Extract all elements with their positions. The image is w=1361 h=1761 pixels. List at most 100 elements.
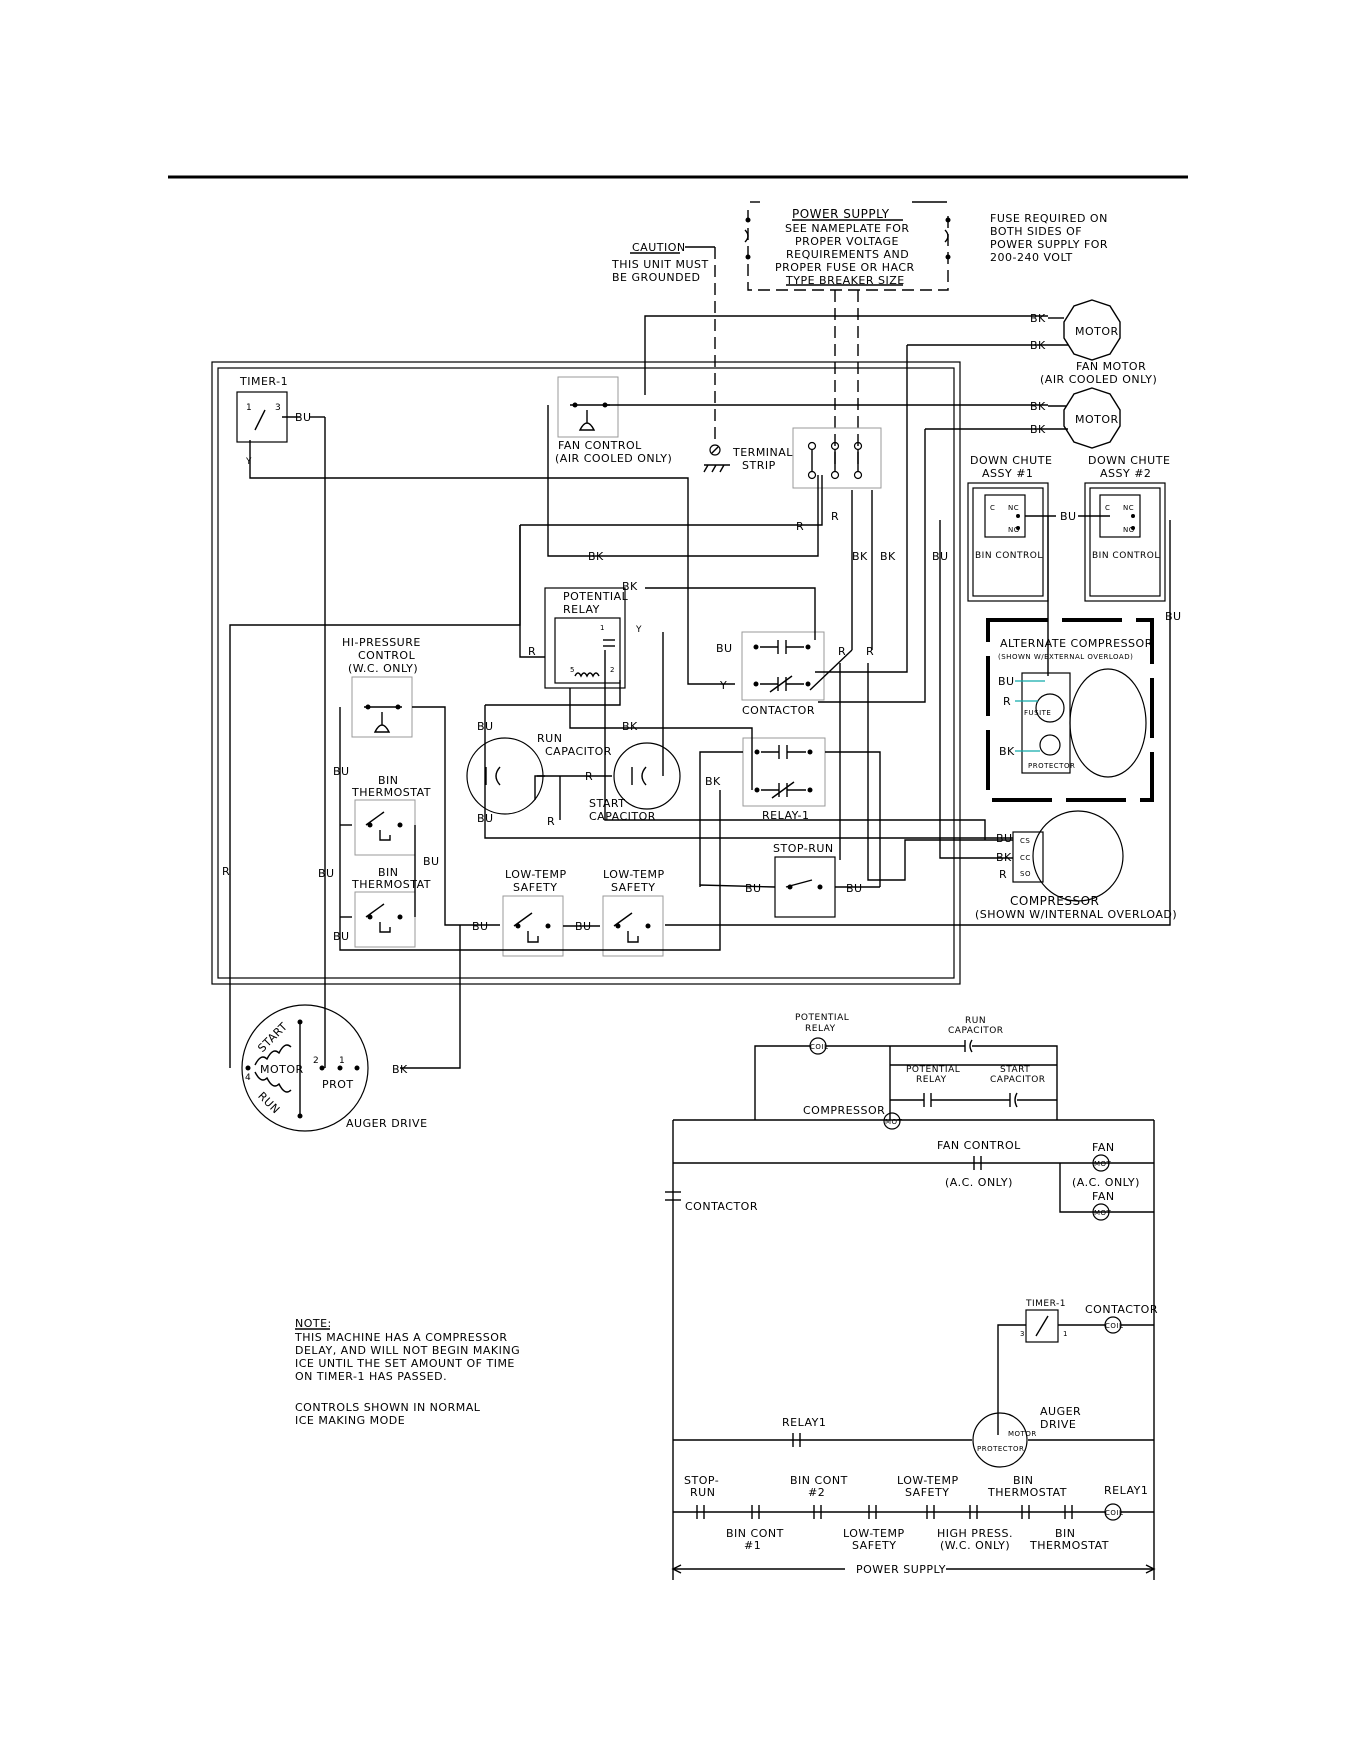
svg-text:SAFETY: SAFETY	[905, 1486, 949, 1499]
fan-motor-1-label: MOTOR	[1075, 325, 1119, 338]
svg-text:BU: BU	[295, 411, 312, 424]
svg-text:DOWN CHUTE: DOWN CHUTE	[1088, 454, 1170, 467]
svg-text:RUN: RUN	[690, 1486, 715, 1499]
svg-text:COMPRESSOR: COMPRESSOR	[1010, 894, 1099, 908]
svg-text:BU: BU	[477, 812, 494, 825]
ladder-diagram: POTENTIAL RELAY COIL RUN CAPACITOR POTEN…	[665, 1013, 1158, 1580]
note-line-2: DELAY, AND WILL NOT BEGIN MAKING	[295, 1344, 520, 1357]
power-supply-line-2: PROPER VOLTAGE	[795, 235, 899, 248]
svg-text:R: R	[222, 865, 230, 878]
caution-line-2: BE GROUNDED	[612, 271, 701, 284]
svg-text:NO: NO	[1008, 526, 1020, 534]
caution-note: CAUTION THIS UNIT MUST BE GROUNDED	[611, 241, 730, 473]
svg-text:2: 2	[313, 1056, 319, 1066]
svg-text:POTENTIAL: POTENTIAL	[795, 1013, 849, 1023]
note-line-6: CONTROLS SHOWN IN NORMAL	[295, 1401, 481, 1414]
svg-text:BU: BU	[1060, 510, 1077, 523]
svg-text:(SHOWN W/EXTERNAL OVERLOAD): (SHOWN W/EXTERNAL OVERLOAD)	[998, 653, 1133, 661]
svg-text:BU: BU	[575, 920, 592, 933]
svg-text:RUN: RUN	[255, 1089, 282, 1116]
svg-text:LOW-TEMP: LOW-TEMP	[603, 868, 665, 881]
svg-text:PROTECTOR: PROTECTOR	[977, 1445, 1024, 1453]
svg-text:CONTACTOR: CONTACTOR	[742, 704, 815, 717]
svg-text:Y: Y	[719, 679, 727, 692]
svg-text:R: R	[838, 645, 846, 658]
svg-text:BK: BK	[705, 775, 721, 788]
svg-text:CAPACITOR: CAPACITOR	[589, 810, 656, 823]
svg-text:SAFETY: SAFETY	[513, 881, 557, 894]
svg-text:BIN CONTROL: BIN CONTROL	[975, 551, 1043, 561]
svg-text:BU: BU	[472, 920, 489, 933]
fuse-note: FUSE REQUIRED ON BOTH SIDES OF POWER SUP…	[990, 212, 1108, 264]
svg-text:RUN: RUN	[965, 1016, 986, 1026]
motor-wire-labels: BK BK BK BK	[1030, 312, 1068, 436]
svg-text:(W.C. ONLY): (W.C. ONLY)	[940, 1539, 1010, 1552]
svg-text:BK: BK	[622, 580, 638, 593]
svg-text:HI-PRESSURE: HI-PRESSURE	[342, 636, 421, 649]
svg-text:C: C	[1105, 504, 1110, 512]
svg-text:5: 5	[570, 666, 575, 674]
svg-text:RELAY-1: RELAY-1	[762, 809, 810, 822]
fan-motor-1: MOTOR	[1063, 299, 1121, 361]
power-supply-title: POWER SUPPLY	[792, 207, 890, 221]
svg-text:CAPACITOR: CAPACITOR	[948, 1026, 1004, 1036]
svg-text:MOTOR: MOTOR	[1008, 1430, 1037, 1438]
svg-text:TERMINAL: TERMINAL	[732, 446, 793, 459]
svg-text:RUN: RUN	[537, 732, 562, 745]
note-line-3: ICE UNTIL THE SET AMOUNT OF TIME	[295, 1357, 515, 1370]
svg-text:CS: CS	[1020, 837, 1030, 845]
cabinet-outline-outer	[211, 361, 961, 985]
stop-run-switch: STOP-RUN	[773, 842, 836, 918]
svg-text:START: START	[255, 1020, 290, 1055]
low-temp-safety-1: LOW-TEMP SAFETY	[502, 868, 566, 957]
bin-thermostat-2: BIN THERMOSTAT	[351, 866, 431, 948]
svg-text:POTENTIAL: POTENTIAL	[563, 590, 629, 603]
power-supply-line-5: TYPE BREAKER SIZE	[785, 274, 905, 287]
svg-text:#1: #1	[744, 1539, 761, 1552]
down-chute-assy-1: DOWN CHUTE ASSY #1 C NC NO BIN CONTROL	[967, 454, 1052, 602]
svg-text:THERMOSTAT: THERMOSTAT	[1029, 1539, 1109, 1552]
fan-motor-2-label: MOTOR	[1075, 413, 1119, 426]
svg-text:BIN CONT: BIN CONT	[790, 1474, 848, 1487]
svg-text:(A.C. ONLY): (A.C. ONLY)	[1072, 1176, 1140, 1189]
svg-text:BU: BU	[716, 642, 733, 655]
compressor: CS CC SO COMPRESSOR (SHOWN W/INTERNAL OV…	[975, 810, 1177, 921]
svg-text:ALTERNATE COMPRESSOR: ALTERNATE COMPRESSOR	[1000, 637, 1153, 650]
power-supply-line-1: SEE NAMEPLATE FOR	[785, 222, 910, 235]
svg-text:4: 4	[245, 1073, 251, 1083]
fuse-note-line-4: 200-240 VOLT	[990, 251, 1073, 264]
fan-motor-2: MOTOR	[1063, 387, 1121, 449]
contactor: CONTACTOR	[741, 631, 825, 717]
svg-text:DRIVE: DRIVE	[1040, 1418, 1076, 1431]
svg-text:LOW-TEMP: LOW-TEMP	[897, 1474, 959, 1487]
svg-text:BIN: BIN	[378, 774, 399, 787]
svg-text:BK: BK	[880, 550, 896, 563]
down-chute-assy-2: DOWN CHUTE ASSY #2 C NC NO BIN CONTROL	[1084, 454, 1170, 602]
svg-text:3: 3	[275, 403, 281, 413]
svg-text:BU: BU	[477, 720, 494, 733]
svg-text:R: R	[999, 868, 1007, 881]
svg-text:COIL: COIL	[810, 1043, 828, 1051]
svg-text:BU: BU	[998, 675, 1015, 688]
svg-text:SAFETY: SAFETY	[852, 1539, 896, 1552]
svg-text:BK: BK	[392, 1063, 408, 1076]
svg-text:COIL: COIL	[1105, 1322, 1123, 1330]
svg-text:HIGH PRESS.: HIGH PRESS.	[937, 1527, 1013, 1540]
caution-title: CAUTION	[632, 241, 686, 254]
svg-text:MOTOR: MOTOR	[260, 1063, 304, 1076]
svg-text:LOW-TEMP: LOW-TEMP	[843, 1527, 905, 1540]
svg-text:R: R	[585, 770, 593, 783]
svg-text:BU: BU	[333, 930, 350, 943]
svg-text:(W.C. ONLY): (W.C. ONLY)	[348, 662, 418, 675]
ladder-contacts	[696, 1505, 1073, 1519]
fuse-note-line-3: POWER SUPPLY FOR	[990, 238, 1108, 251]
svg-text:BU: BU	[932, 550, 949, 563]
power-supply-line-4: PROPER FUSE OR HACR	[775, 261, 915, 274]
svg-text:RELAY1: RELAY1	[782, 1416, 826, 1429]
svg-text:BIN: BIN	[378, 866, 399, 879]
svg-text:BU: BU	[1165, 610, 1182, 623]
svg-text:CONTACTOR: CONTACTOR	[1085, 1303, 1158, 1316]
svg-text:THERMOSTAT: THERMOSTAT	[351, 878, 431, 891]
